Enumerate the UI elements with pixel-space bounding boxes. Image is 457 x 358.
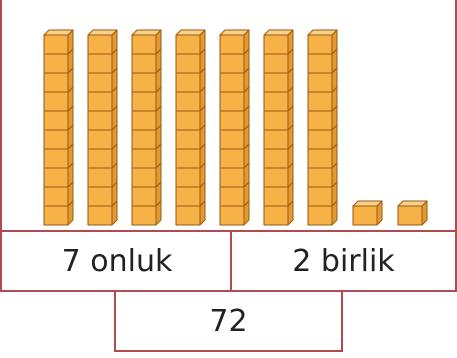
cube-front-face	[176, 35, 200, 54]
cube-front-face	[88, 35, 112, 54]
tens-rod	[132, 30, 161, 225]
tens-rod	[220, 30, 249, 225]
cube-front-face	[176, 206, 200, 225]
cube-front-face	[176, 130, 200, 149]
base-ten-blocks	[0, 0, 457, 232]
cube-front-face	[132, 92, 156, 111]
tens-rod	[308, 30, 337, 225]
cube-top-face	[88, 30, 117, 35]
tens-rod	[44, 30, 73, 225]
cube-top-face	[398, 201, 427, 206]
cube-top-face	[353, 201, 382, 206]
cube-front-face	[308, 149, 332, 168]
cube-front-face	[220, 92, 244, 111]
ones-cell: 2 birlik	[230, 230, 457, 292]
cube-front-face	[44, 206, 68, 225]
cube-top-face	[44, 30, 73, 35]
ones-label: 2 birlik	[232, 232, 455, 290]
cube-front-face	[132, 168, 156, 187]
cube-front-face	[264, 92, 288, 111]
cube-front-face	[264, 54, 288, 73]
cube-front-face	[44, 111, 68, 130]
cube-front-face	[44, 130, 68, 149]
cube-front-face	[88, 92, 112, 111]
cube-front-face	[132, 130, 156, 149]
unit-cube	[353, 201, 382, 225]
cube-front-face	[44, 73, 68, 92]
cube-front-face	[132, 187, 156, 206]
cube-front-face	[308, 168, 332, 187]
cube-front-face	[88, 111, 112, 130]
cube-front-face	[132, 111, 156, 130]
cube-front-face	[264, 35, 288, 54]
cube-front-face	[44, 35, 68, 54]
unit-cube	[398, 201, 427, 225]
tens-rod	[88, 30, 117, 225]
cube-front-face	[88, 130, 112, 149]
cube-front-face	[353, 206, 377, 225]
cube-front-face	[132, 35, 156, 54]
cube-front-face	[132, 206, 156, 225]
cube-front-face	[308, 187, 332, 206]
cube-front-face	[264, 73, 288, 92]
cube-front-face	[264, 130, 288, 149]
cube-front-face	[44, 168, 68, 187]
cube-front-face	[264, 187, 288, 206]
cube-top-face	[308, 30, 337, 35]
cube-front-face	[264, 206, 288, 225]
cube-top-face	[220, 30, 249, 35]
cube-front-face	[88, 73, 112, 92]
cube-front-face	[308, 54, 332, 73]
cube-front-face	[220, 187, 244, 206]
cube-front-face	[308, 206, 332, 225]
cube-front-face	[88, 54, 112, 73]
cube-front-face	[132, 149, 156, 168]
cube-top-face	[176, 30, 205, 35]
tens-rod	[176, 30, 205, 225]
cube-front-face	[88, 149, 112, 168]
cube-front-face	[132, 73, 156, 92]
cube-front-face	[132, 54, 156, 73]
cube-front-face	[264, 168, 288, 187]
cube-front-face	[220, 130, 244, 149]
cube-front-face	[308, 73, 332, 92]
cube-front-face	[308, 130, 332, 149]
cube-front-face	[176, 92, 200, 111]
cube-front-face	[308, 35, 332, 54]
cube-front-face	[176, 149, 200, 168]
cube-front-face	[44, 187, 68, 206]
cube-front-face	[220, 149, 244, 168]
cube-front-face	[264, 111, 288, 130]
cube-front-face	[44, 54, 68, 73]
cube-front-face	[88, 168, 112, 187]
tens-cell: 7 onluk	[0, 230, 234, 292]
cube-front-face	[308, 111, 332, 130]
tens-label: 7 onluk	[2, 232, 232, 290]
cube-front-face	[176, 111, 200, 130]
cube-front-face	[176, 54, 200, 73]
cube-front-face	[220, 54, 244, 73]
total-cell: 72	[114, 290, 343, 352]
cube-front-face	[308, 92, 332, 111]
cube-front-face	[220, 168, 244, 187]
cube-front-face	[176, 187, 200, 206]
cube-front-face	[398, 206, 422, 225]
cube-front-face	[220, 35, 244, 54]
total-label: 72	[116, 292, 341, 350]
cube-front-face	[220, 206, 244, 225]
cube-top-face	[264, 30, 293, 35]
cube-front-face	[176, 168, 200, 187]
tens-rod	[264, 30, 293, 225]
cube-front-face	[220, 111, 244, 130]
cube-front-face	[44, 92, 68, 111]
cube-front-face	[88, 206, 112, 225]
cube-front-face	[264, 149, 288, 168]
cube-front-face	[88, 187, 112, 206]
cube-top-face	[132, 30, 161, 35]
cube-front-face	[44, 149, 68, 168]
cube-front-face	[220, 73, 244, 92]
cube-front-face	[176, 73, 200, 92]
